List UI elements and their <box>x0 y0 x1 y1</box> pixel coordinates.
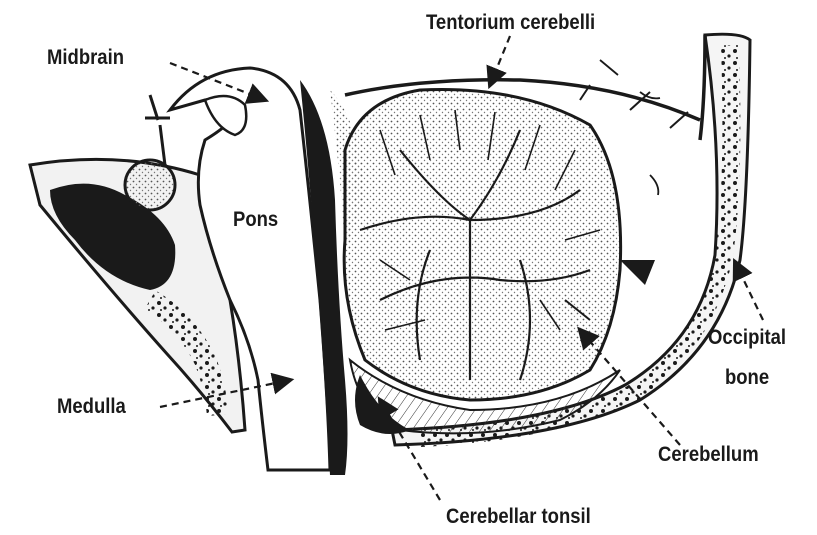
occipital-bone-label: Occipital bone <box>708 318 786 398</box>
cerebellum-label: Cerebellum <box>658 443 759 467</box>
midbrain-shape <box>205 96 246 135</box>
medulla-label: Medulla <box>57 395 126 419</box>
pituitary <box>125 160 175 210</box>
cerebellar-tonsil-label: Cerebellar tonsil <box>446 505 591 529</box>
tentorium-arrow <box>490 36 510 85</box>
pons-label: Pons <box>233 208 278 232</box>
occipital-label-line1: Occipital <box>708 318 786 358</box>
occipital-arrow <box>735 262 763 320</box>
occipital-label-line2: bone <box>708 358 786 398</box>
midbrain-label: Midbrain <box>47 46 124 70</box>
cerebellum <box>344 89 620 434</box>
triangle-dark <box>620 260 655 285</box>
tentorium-cerebelli-label: Tentorium cerebelli <box>426 11 595 35</box>
